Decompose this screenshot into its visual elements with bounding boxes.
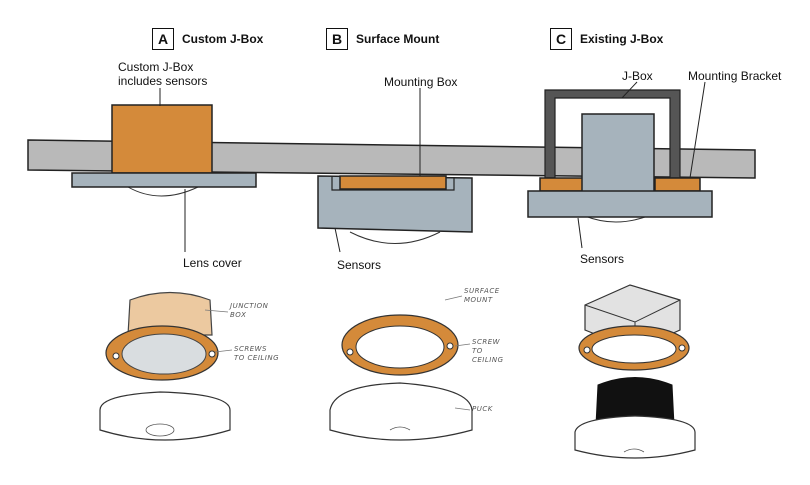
mount-ring-c-inner	[591, 334, 677, 364]
custom-jbox-orange	[111, 104, 213, 174]
puck-b-center	[389, 426, 411, 431]
custom-jbox-plate	[71, 172, 257, 188]
section-c-cross-section	[527, 89, 713, 223]
mounting-bracket-right	[654, 177, 701, 192]
sketch-c	[574, 284, 696, 459]
sketch-leaders-b	[444, 295, 471, 411]
section-a-label: Custom J-Box	[182, 32, 264, 46]
sketch-leaders-a	[204, 309, 233, 353]
section-a-cross-section	[71, 104, 257, 197]
mounting-bracket-left	[539, 177, 585, 192]
section-c-letter: C	[550, 28, 572, 50]
note-screws-ceiling: SCREWS TO CEILING	[234, 345, 280, 362]
screw-hole-b1	[346, 348, 354, 356]
section-b-letter: B	[326, 28, 348, 50]
puck-b	[329, 382, 473, 441]
note-screw-ceiling: SCREW TO CEILING	[472, 338, 504, 364]
sketch-b	[329, 295, 473, 441]
cover-puck-a	[99, 391, 231, 441]
sensor-body-c-sketch	[595, 377, 675, 426]
screw-hole-a2	[208, 350, 216, 358]
section-a-letter: A	[152, 28, 174, 50]
callout-mounting-box: Mounting Box	[384, 75, 458, 89]
callout-sensors-b: Sensors	[337, 258, 382, 272]
puck-c	[574, 415, 696, 459]
callout-sensors-c: Sensors	[580, 252, 625, 266]
note-junction-box: JUNCTION BOX	[230, 302, 269, 319]
screw-hole-c2	[678, 344, 686, 352]
sensor-dome-b	[349, 231, 441, 244]
callout-lens-cover: Lens cover	[183, 256, 242, 270]
lens-dome	[127, 186, 199, 197]
mount-ring-b-inner	[355, 325, 445, 369]
callout-leaders	[159, 81, 706, 253]
mounting-box-rim	[331, 176, 455, 191]
section-b-label: Surface Mount	[356, 32, 440, 46]
section-c-title: C Existing J-Box	[550, 28, 663, 50]
screw-hole-a1	[112, 352, 120, 360]
callout-custom-jbox: Custom J-Box includes sensors	[118, 60, 208, 88]
section-a-title: A Custom J-Box	[152, 28, 263, 50]
screw-hole-b2	[446, 342, 454, 350]
note-surface-mount: SURFACE MOUNT	[464, 287, 500, 304]
puck-c-center	[623, 448, 645, 453]
section-b-cross-section	[317, 175, 473, 244]
mounting-box-orange	[339, 175, 447, 190]
sketch-a	[99, 291, 233, 441]
callout-mounting-bracket: Mounting Bracket	[688, 69, 782, 83]
section-c-label: Existing J-Box	[580, 32, 664, 46]
screw-hole-c1	[583, 346, 591, 354]
note-puck: PUCK	[472, 405, 493, 413]
cover-center-a	[145, 423, 175, 437]
sensor-plate-c	[527, 190, 713, 218]
section-b-title: B Surface Mount	[326, 28, 439, 50]
sensor-body-c	[581, 113, 655, 195]
lens-a	[121, 333, 207, 375]
callout-jbox: J-Box	[622, 69, 653, 83]
junction-box-sketch	[127, 291, 213, 336]
